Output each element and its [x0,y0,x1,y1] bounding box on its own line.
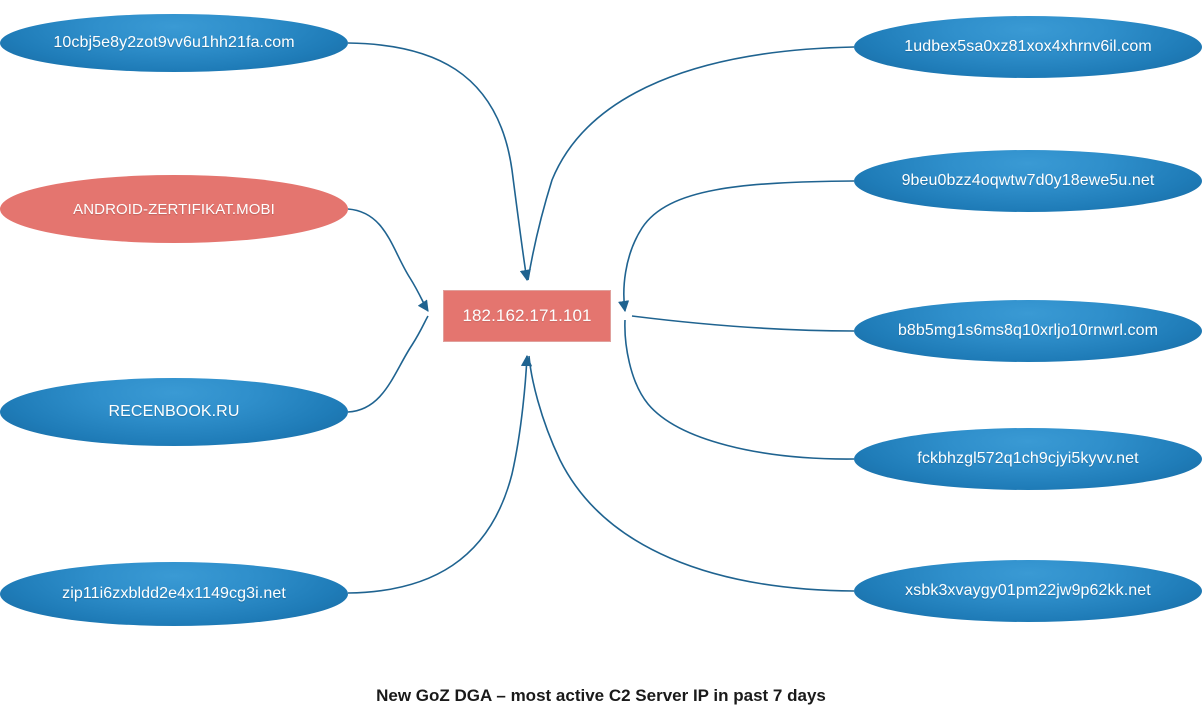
node-label: zip11i6zxbldd2e4x1149cg3i.net [62,585,286,602]
node-recenbook-ru[interactable]: RECENBOOK.RU [0,378,348,446]
node-b8b5mg1s6ms8q10xrljo10rnwrl-com[interactable]: b8b5mg1s6ms8q10xrljo10rnwrl.com [854,300,1202,362]
edge-n8-center [624,319,855,460]
node-xsbk3xvaygy01pm22jw9p62kk-net[interactable]: xsbk3xvaygy01pm22jw9p62kk.net [854,560,1202,622]
edge-n6-center [618,180,855,313]
edge-n3-center [347,315,429,413]
node-label: ANDROID-ZERTIFIKAT.MOBI [73,200,275,218]
node-android-zertifikat-mobi[interactable]: ANDROID-ZERTIFIKAT.MOBI [0,175,348,243]
center-node-label: 182.162.171.101 [462,306,592,325]
node-label: 9beu0bzz4oqwtw7d0y18ewe5u.net [901,172,1155,189]
node-label: fckbhzgl572q1ch9cjyi5kyvv.net [917,450,1139,467]
node-label: 1udbex5sa0xz81xox4xhrnv6il.com [904,38,1152,55]
node-label: 10cbj5e8y2zot9vv6u1hh21fa.com [53,34,295,51]
node-1udbex5sa0xz81xox4xhrnv6il-com[interactable]: 1udbex5sa0xz81xox4xhrnv6il.com [854,16,1202,78]
node-9beu0bzz4oqwtw7d0y18ewe5u-net[interactable]: 9beu0bzz4oqwtw7d0y18ewe5u.net [854,150,1202,212]
edge-n2-center [347,208,429,312]
node-10cbj5e8y2zot9vv6u1hh21fa-com[interactable]: 10cbj5e8y2zot9vv6u1hh21fa.com [0,14,348,72]
edge-n4-center [347,354,533,594]
node-c2-server-ip[interactable]: 182.162.171.101 [443,290,611,342]
node-label: b8b5mg1s6ms8q10xrljo10rnwrl.com [897,322,1159,339]
edge-n9-center [528,355,855,592]
edge-n5-center [527,46,855,281]
edge-n1-center [347,42,531,282]
edge-n7-center [631,315,855,332]
node-label: RECENBOOK.RU [108,403,240,420]
node-zip11i6zxbldd2e4x1149cg3i-net[interactable]: zip11i6zxbldd2e4x1149cg3i.net [0,562,348,626]
node-fckbhzgl572q1ch9cjyi5kyvv-net[interactable]: fckbhzgl572q1ch9cjyi5kyvv.net [854,428,1202,490]
diagram-title: New GoZ DGA – most active C2 Server IP i… [376,686,826,705]
node-label: xsbk3xvaygy01pm22jw9p62kk.net [905,582,1151,599]
